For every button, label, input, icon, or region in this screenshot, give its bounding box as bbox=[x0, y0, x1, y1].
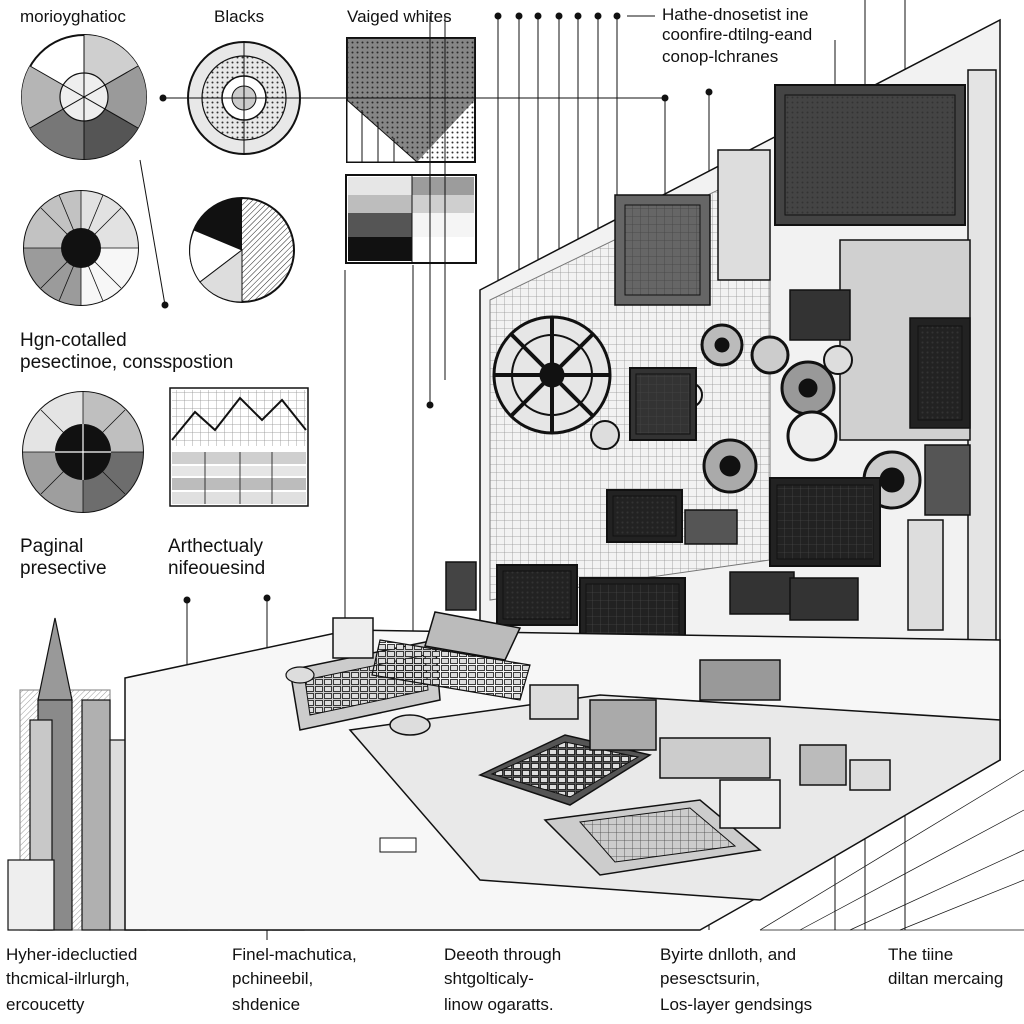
caption-3-line2: shtgolticaly- bbox=[444, 969, 534, 988]
label-architecture-line2: nifeouesind bbox=[168, 558, 266, 579]
floor-grid bbox=[759, 769, 1024, 931]
desk-surface bbox=[124, 611, 1001, 931]
caption-3-line3: linow ogaratts. bbox=[444, 995, 554, 1014]
label-composition-line1: Hgn-cotalled bbox=[20, 330, 127, 351]
label-blacks: Blacks bbox=[214, 7, 265, 26]
gear-cluster bbox=[492, 315, 922, 510]
tonal-study-chart-sketch bbox=[169, 387, 309, 507]
annotation-dots bbox=[159, 12, 713, 604]
caption-1-line2: thcmical-ilrlurgh, bbox=[6, 969, 130, 988]
label-technique-line2: coonfire-dtilng-eand bbox=[662, 25, 813, 44]
label-architecture-line1: Arthectualy bbox=[168, 536, 264, 557]
tonal-study-value-scale bbox=[345, 174, 477, 264]
label-perspective-line2: presective bbox=[20, 558, 107, 579]
caption-1-line3: ercoucetty bbox=[6, 995, 85, 1014]
caption-1-line1: Hyher-idecluctied bbox=[6, 945, 138, 964]
tonal-study-wheel-4 bbox=[189, 197, 295, 303]
label-technique-line3: conop-lchranes bbox=[662, 47, 779, 66]
workstation-wall bbox=[479, 18, 1001, 761]
caption-2-line1: Finel-machutica, bbox=[232, 945, 357, 964]
label-monochromatic: morioyghatioc bbox=[20, 7, 126, 26]
tonal-study-wheel-3 bbox=[23, 190, 139, 306]
label-technique-line1: Hathe-dnosetist ine bbox=[662, 5, 809, 24]
tonal-study-gradient-swatch bbox=[346, 37, 476, 163]
caption-5-line2: diltan mercaing bbox=[888, 969, 1004, 988]
caption-3-line1: Deeoth through bbox=[444, 945, 562, 964]
label-perspective-line1: Paginal bbox=[20, 536, 84, 557]
caption-4-line2: pesesctsurin, bbox=[660, 969, 761, 988]
tonal-study-wheel-1 bbox=[21, 34, 147, 160]
caption-4-line1: Byirte dnlloth, and bbox=[660, 945, 797, 964]
label-composition-line2: pesectinoe, consspostion bbox=[20, 352, 234, 373]
label-varied-whites: Vaiged whites bbox=[347, 7, 452, 26]
caption-2-line2: pchineebil, bbox=[232, 969, 314, 988]
caption-5-line1: The tiine bbox=[888, 945, 954, 964]
caption-4-line3: Los-layer gendsings bbox=[660, 995, 813, 1014]
monitors-row bbox=[445, 367, 944, 661]
tonal-study-wheel-5 bbox=[22, 391, 144, 513]
caption-2-line3: shdenice bbox=[232, 995, 301, 1014]
